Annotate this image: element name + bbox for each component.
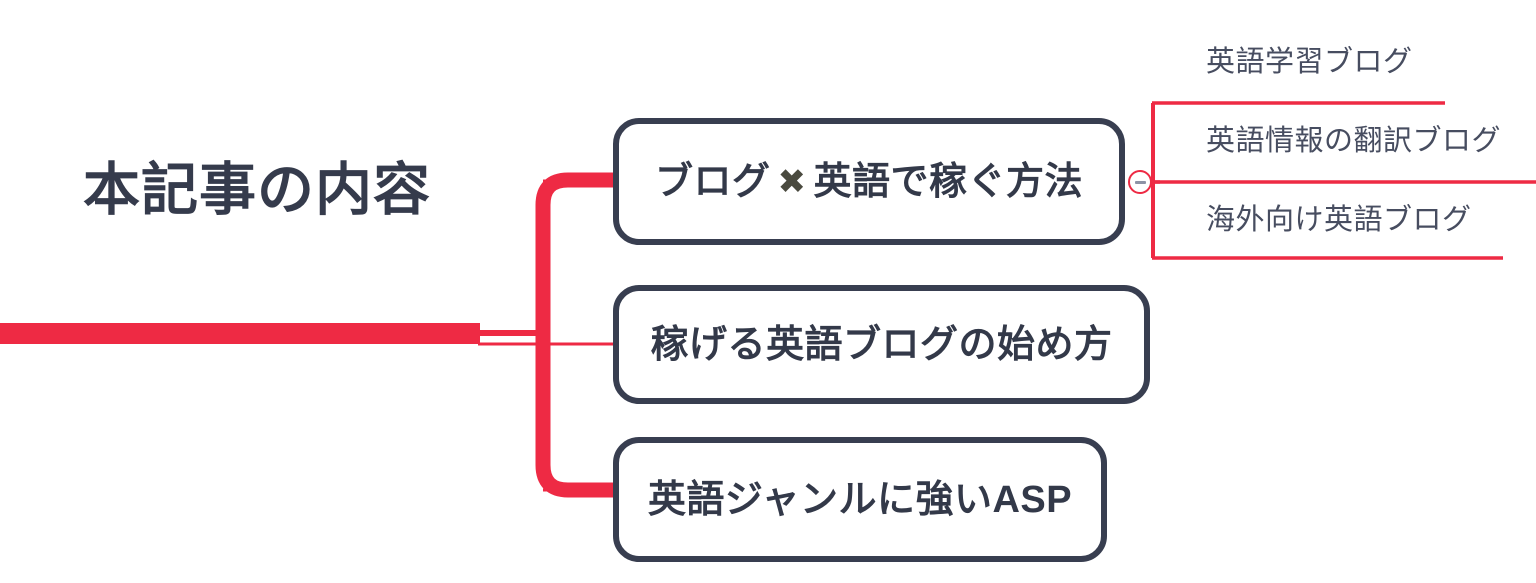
root-title: 本記事の内容 <box>83 158 431 222</box>
leaf-node-2[interactable]: 英語情報の翻訳ブログ <box>1206 125 1502 157</box>
leaf-node-3[interactable]: 海外向け英語ブログ <box>1206 204 1472 236</box>
multiply-icon: ✖ <box>777 162 807 201</box>
branch-node-1-label-tail: 英語で稼ぐ方法 <box>813 160 1084 203</box>
branch-node-3[interactable]: 英語ジャンルに強いASP <box>613 437 1107 562</box>
spine-branch-1 <box>535 172 616 333</box>
leaf-node-1[interactable]: 英語学習ブログ <box>1206 46 1413 78</box>
branch-node-3-label: 英語ジャンルに強いASP <box>647 478 1073 521</box>
minus-icon <box>1134 180 1146 184</box>
branch-node-2[interactable]: 稼げる英語ブログの始め方 <box>613 285 1150 404</box>
spine-branch-3 <box>535 333 616 498</box>
trunk-stub <box>478 330 544 336</box>
branch-node-1-label-head: ブログ <box>654 160 771 203</box>
root-trunk <box>0 323 480 344</box>
collapse-toggle-branch-1[interactable] <box>1128 170 1152 194</box>
branch-node-2-label: 稼げる英語ブログの始め方 <box>650 323 1113 366</box>
branch-node-1[interactable]: ブログ✖英語で稼ぐ方法 <box>613 118 1125 245</box>
branch-node-1-label: ブログ✖英語で稼ぐ方法 <box>655 163 1083 201</box>
